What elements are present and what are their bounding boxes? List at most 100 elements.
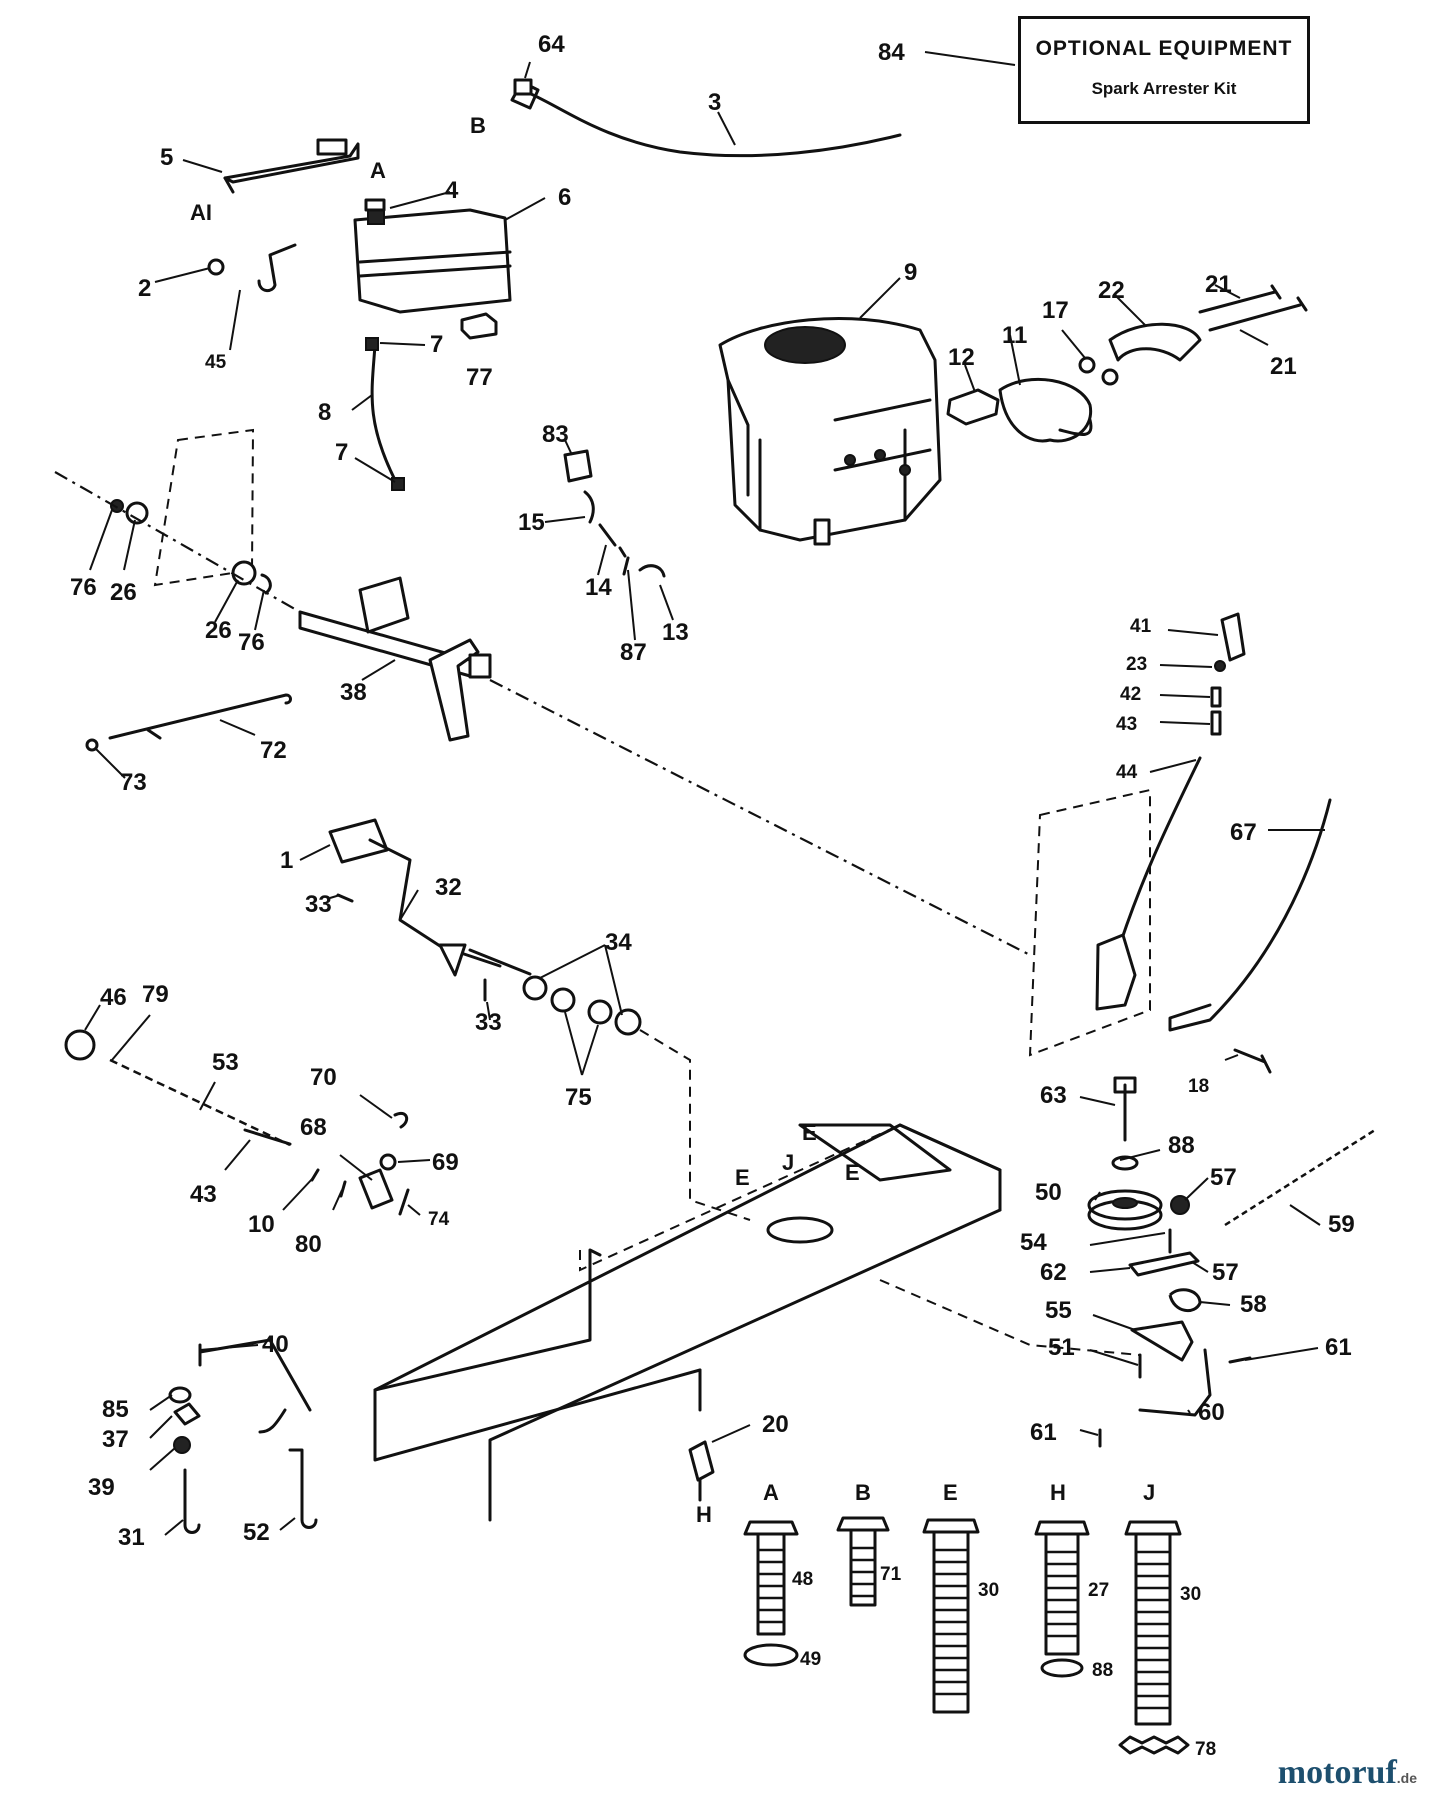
callout-26a: 26 bbox=[110, 579, 137, 606]
letter-A2: AI bbox=[190, 200, 212, 225]
callout-22: 22 bbox=[1098, 277, 1125, 304]
callout-57a: 57 bbox=[1210, 1164, 1237, 1191]
callout-1: 1 bbox=[280, 847, 293, 874]
callout-79: 79 bbox=[142, 981, 169, 1008]
callout-44: 44 bbox=[1116, 762, 1138, 783]
callout-53: 53 bbox=[212, 1049, 239, 1076]
callout-42: 42 bbox=[1120, 684, 1141, 705]
elbow-15 bbox=[583, 490, 595, 524]
reference-letters: B A AI E E J E H A B E H J bbox=[190, 113, 1155, 1527]
knob-41 bbox=[1220, 612, 1246, 662]
link-frame-left bbox=[153, 428, 255, 587]
callout-39: 39 bbox=[88, 1474, 115, 1501]
engine-9 bbox=[718, 317, 942, 546]
callout-17: 17 bbox=[1042, 297, 1069, 324]
callout-9: 9 bbox=[904, 259, 917, 286]
link-34 bbox=[639, 1029, 751, 1221]
letter-A1: A bbox=[370, 158, 386, 183]
letter-J1: J bbox=[782, 1150, 794, 1175]
bolt-21a bbox=[1198, 284, 1282, 314]
callout-70: 70 bbox=[310, 1064, 337, 1091]
rod-67 bbox=[1168, 798, 1332, 1032]
pin-23 bbox=[1214, 660, 1226, 672]
callout-69: 69 bbox=[432, 1149, 459, 1176]
washer-2 bbox=[207, 258, 225, 276]
callout-60: 60 bbox=[1198, 1399, 1225, 1426]
washer-17b bbox=[1101, 368, 1119, 386]
letter-E1: E bbox=[735, 1165, 750, 1190]
callout-8: 8 bbox=[318, 399, 331, 426]
pulley-50 bbox=[1087, 1189, 1163, 1231]
callout-2: 2 bbox=[138, 275, 151, 302]
letter-B1: B bbox=[470, 113, 486, 138]
callout-13: 13 bbox=[662, 619, 689, 646]
washer-17 bbox=[1078, 356, 1096, 374]
washer-75b bbox=[587, 999, 613, 1025]
callout-15: 15 bbox=[518, 509, 545, 536]
washer-34b bbox=[614, 1008, 642, 1036]
clip-70 bbox=[393, 1112, 409, 1129]
leader-lines bbox=[84, 51, 1325, 1536]
callout-33a: 33 bbox=[305, 891, 332, 918]
washer-26a bbox=[125, 501, 149, 525]
knob-46 bbox=[64, 1029, 96, 1061]
callout-75: 75 bbox=[565, 1084, 592, 1111]
callout-88a: 88 bbox=[1168, 1132, 1195, 1159]
callout-38: 38 bbox=[340, 679, 367, 706]
nut-78 bbox=[1118, 1735, 1190, 1755]
callout-64: 64 bbox=[538, 31, 565, 58]
block-68 bbox=[358, 1168, 394, 1210]
washer-75a bbox=[550, 987, 576, 1013]
cap-83 bbox=[563, 449, 593, 483]
callout-20: 20 bbox=[762, 1411, 789, 1438]
callout-labels: 84 64 3 5 4 6 2 45 7 77 8 7 9 22 21 21 1… bbox=[70, 31, 1355, 1760]
callout-21a: 21 bbox=[1205, 271, 1232, 298]
callout-32: 32 bbox=[435, 874, 462, 901]
callout-12: 12 bbox=[948, 344, 975, 371]
fuel-tank-6 bbox=[353, 198, 512, 314]
pin-33a bbox=[336, 893, 354, 903]
callout-80: 80 bbox=[295, 1231, 322, 1258]
callout-27: 27 bbox=[1088, 1580, 1109, 1601]
link-frame-right bbox=[1028, 788, 1151, 1057]
callout-59: 59 bbox=[1328, 1211, 1355, 1238]
clip-20 bbox=[688, 1440, 715, 1482]
callout-43b: 43 bbox=[190, 1181, 217, 1208]
callout-73: 73 bbox=[120, 769, 147, 796]
callout-11: 11 bbox=[1002, 322, 1027, 349]
fitting-87 bbox=[622, 556, 630, 576]
callout-51: 51 bbox=[1048, 1334, 1075, 1361]
bracket-45 bbox=[257, 243, 297, 292]
bolt-48 bbox=[743, 1520, 799, 1636]
nut-57a bbox=[1170, 1195, 1190, 1215]
spring-43b bbox=[243, 1128, 292, 1146]
lever-handle bbox=[1095, 933, 1137, 1011]
optional-equipment-title: OPTIONAL EQUIPMENT bbox=[1035, 37, 1293, 60]
watermark-logo: motoruf.de bbox=[1278, 1754, 1417, 1792]
spacer-58 bbox=[1168, 1288, 1202, 1312]
hardware-heading-B: B bbox=[855, 1480, 871, 1505]
callout-23: 23 bbox=[1126, 654, 1147, 675]
pin-31 bbox=[183, 1468, 201, 1534]
shield-22 bbox=[1108, 322, 1202, 362]
callout-37: 37 bbox=[102, 1426, 129, 1453]
callout-54: 54 bbox=[1020, 1229, 1047, 1256]
watermark-brand: motoruf bbox=[1277, 1754, 1397, 1791]
cable-40 bbox=[198, 1338, 312, 1434]
pulley-12 bbox=[946, 388, 1000, 426]
optional-equipment-item: Spark Arrester Kit bbox=[1091, 79, 1237, 98]
callout-88b: 88 bbox=[1092, 1660, 1113, 1681]
watermark-suffix: .de bbox=[1396, 1770, 1417, 1786]
callout-61b: 61 bbox=[1030, 1419, 1057, 1446]
letter-E3: E bbox=[845, 1160, 860, 1185]
rod-5 bbox=[223, 138, 360, 194]
callout-45: 45 bbox=[205, 352, 227, 373]
pin-61a bbox=[1228, 1356, 1252, 1364]
callout-18: 18 bbox=[1188, 1076, 1209, 1097]
callout-77: 77 bbox=[466, 364, 493, 391]
callout-57b: 57 bbox=[1212, 1259, 1239, 1286]
rod-72 bbox=[108, 693, 292, 740]
hose-13 bbox=[638, 564, 666, 578]
spring-42 bbox=[1210, 686, 1222, 708]
